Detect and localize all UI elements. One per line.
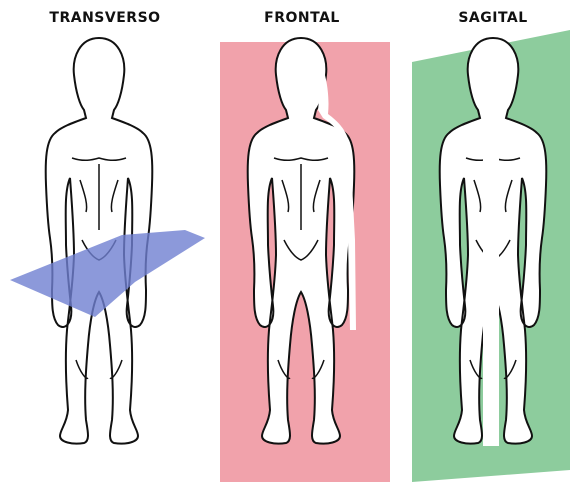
sagittal-cut-highlight	[483, 66, 499, 446]
sagittal-figure	[412, 30, 570, 482]
frontal-figure	[220, 38, 390, 482]
transverse-figure	[10, 38, 205, 444]
transverse-plane	[10, 230, 205, 317]
